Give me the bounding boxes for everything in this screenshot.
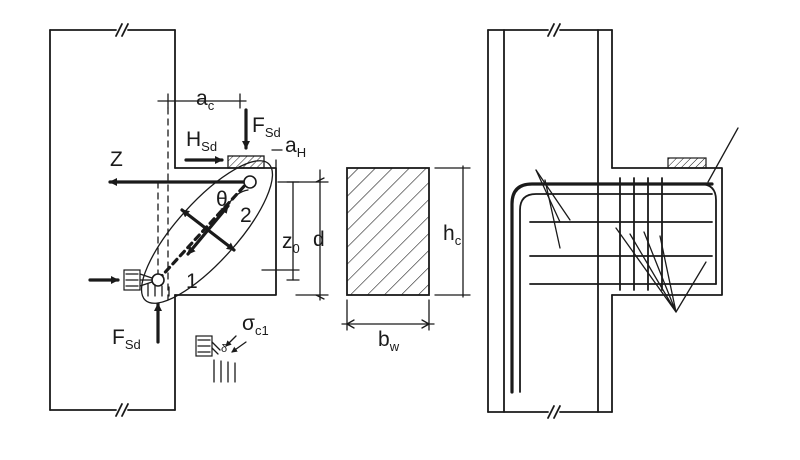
node-1: [151, 273, 165, 287]
bearing-plate: [667, 157, 707, 169]
fsd-top-label: FSd: [252, 114, 281, 140]
reinforcement-detail: [487, 23, 739, 419]
top-forces: FSd HSd aH: [184, 108, 306, 169]
main-tie-bar: [510, 182, 714, 394]
leader-lines: [535, 127, 739, 313]
z0-label: z0: [282, 230, 300, 256]
ah-label: aH: [285, 134, 306, 160]
node-1-stress-block: FSd: [88, 269, 170, 352]
sigma-label: σc1: [242, 312, 269, 338]
node-2: [243, 175, 257, 189]
alpha-glyph: δ: [221, 343, 227, 355]
hc-dimension: hc: [434, 165, 471, 298]
sigma-detail: δ σc1: [195, 312, 269, 383]
bw-label: bw: [378, 328, 400, 354]
d-label: d: [313, 228, 325, 251]
z-label: Z: [110, 148, 123, 171]
transverse-tension-arrows: [180, 204, 236, 256]
hc-label: hc: [443, 222, 462, 248]
column-outline: [49, 23, 277, 417]
section-rectangle: [346, 167, 430, 296]
cross-section: hc bw: [341, 165, 471, 354]
tie-z: Z: [108, 148, 252, 186]
d-dimension: d: [277, 169, 329, 301]
node-2-label: 2: [240, 204, 252, 227]
bw-dimension: bw: [341, 299, 435, 354]
strut-tie-model: ac FSd HSd aH Z: [49, 23, 329, 417]
fsd-bottom-label: FSd: [112, 326, 141, 352]
z0-dimension: z0: [261, 181, 300, 281]
ac-label: ac: [196, 87, 215, 113]
theta-label: θ: [216, 188, 228, 211]
node-1-label: 1: [186, 270, 198, 293]
hsd-label: HSd: [186, 128, 217, 154]
